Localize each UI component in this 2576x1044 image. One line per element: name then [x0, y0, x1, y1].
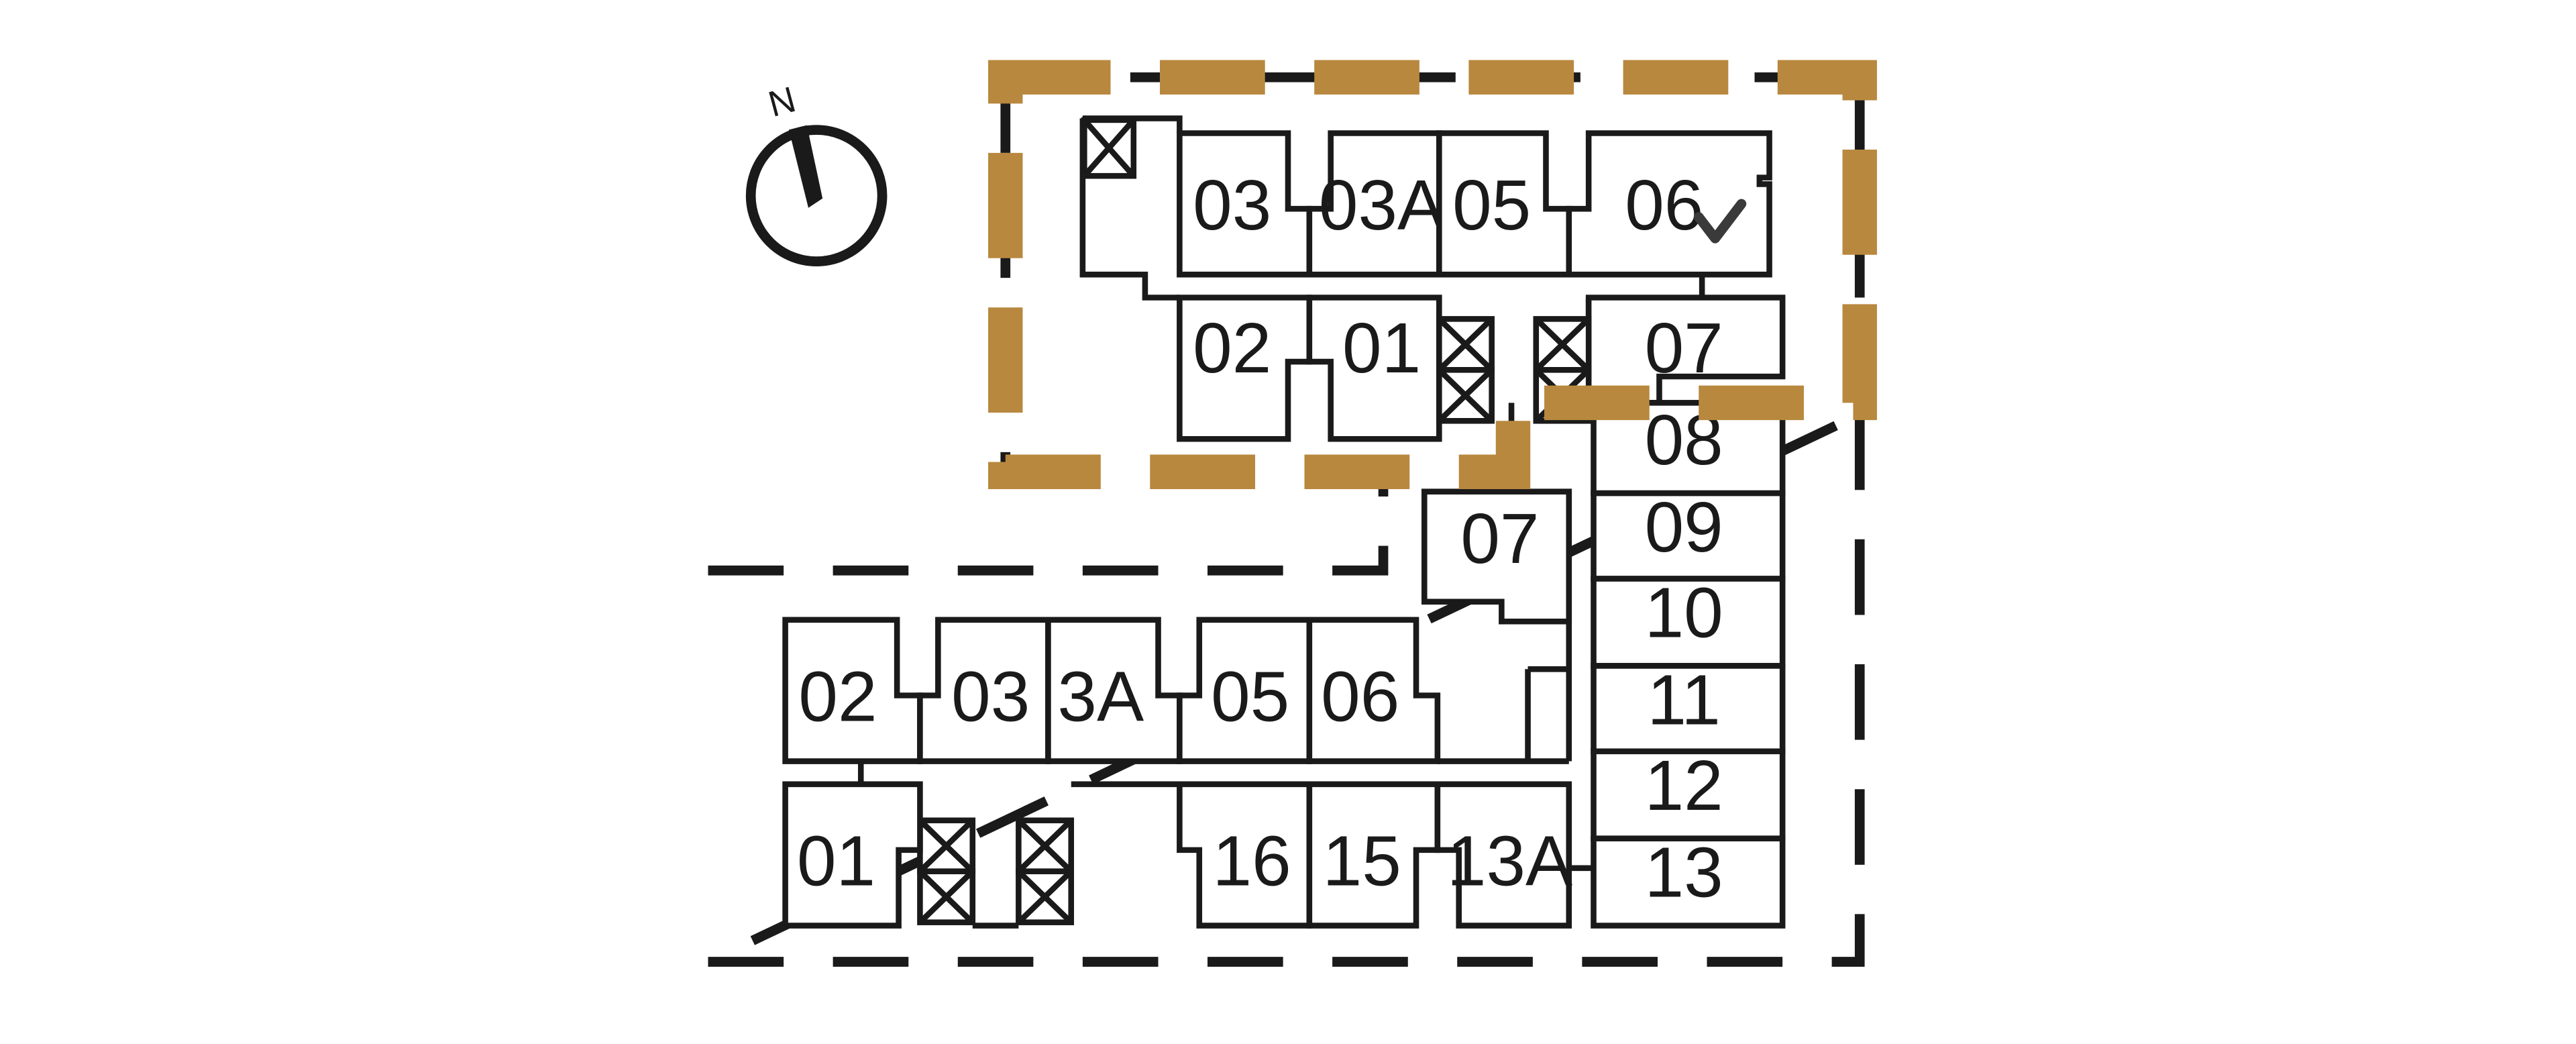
unit-label: 03 — [1193, 166, 1271, 245]
unit-3a-lower[interactable]: 3A — [1045, 617, 1183, 764]
unit-06-lower[interactable]: 06 — [1306, 617, 1441, 764]
elevator-icon — [1016, 817, 1075, 925]
unit-01-upper[interactable]: 01 — [1306, 295, 1442, 442]
unit-05-lower[interactable]: 05 — [1177, 617, 1313, 764]
upper-block: 03 03A 05 06 02 01 07 — [1177, 130, 1786, 442]
unit-label: 05 — [1452, 166, 1531, 245]
unit-09-east[interactable]: 09 — [1591, 488, 1786, 582]
unit-02-lower[interactable]: 02 — [782, 617, 923, 764]
unit-13-east[interactable]: 13 — [1591, 834, 1786, 929]
elevator-icon — [1081, 117, 1137, 179]
unit-03-upper[interactable]: 03 — [1177, 130, 1313, 278]
unit-label: 02 — [1193, 309, 1271, 388]
unit-06-upper[interactable]: 06 — [1566, 130, 1772, 278]
unit-15-lower[interactable]: 15 — [1306, 781, 1441, 929]
unit-label: 15 — [1323, 822, 1401, 900]
unit-label: 11 — [1648, 661, 1721, 739]
unit-label: 05 — [1211, 658, 1289, 736]
unit-label: 16 — [1213, 822, 1291, 900]
unit-label: 03 — [951, 658, 1030, 736]
compass-needle-icon — [788, 125, 823, 208]
unit-02-upper[interactable]: 02 — [1177, 295, 1313, 442]
unit-13a-lower[interactable]: 13A — [1434, 781, 1573, 929]
unit-01-lower[interactable]: 01 — [782, 781, 923, 929]
lower-block: 07 02 03 3A 05 06 01 16 — [782, 488, 1573, 929]
elevator-shafts — [917, 117, 1592, 925]
unit-12-east[interactable]: 12 — [1591, 747, 1786, 841]
unit-03a-upper[interactable]: 03A — [1306, 130, 1445, 278]
unit-03-lower[interactable]: 03 — [917, 617, 1051, 764]
building-outline-lower — [706, 406, 1865, 967]
unit-label: 01 — [1342, 309, 1421, 388]
unit-label: 03A — [1319, 166, 1445, 245]
unit-07-lower[interactable]: 07 — [1421, 488, 1572, 625]
unit-11-east[interactable]: 11 — [1591, 661, 1786, 755]
unit-label: 09 — [1645, 488, 1723, 567]
unit-label: 07 — [1645, 309, 1723, 388]
unit-label: 07 — [1460, 500, 1539, 578]
selected-check-icon — [1693, 199, 1747, 244]
selected-area-highlight — [988, 60, 1877, 489]
unit-07-upper[interactable]: 07 — [1585, 295, 1786, 406]
unit-10-east[interactable]: 10 — [1591, 574, 1786, 669]
building-outline-upper — [1000, 72, 1865, 472]
unit-label: 02 — [798, 658, 877, 736]
upper-corridor-wall — [1079, 115, 1705, 403]
elevator-icon — [1436, 316, 1495, 424]
north-compass: N — [745, 79, 888, 266]
unit-label: 3A — [1057, 658, 1144, 736]
east-wing: 08 09 10 11 12 13 — [1591, 400, 1786, 929]
unit-16-lower[interactable]: 16 — [1177, 781, 1313, 929]
unit-label: 01 — [797, 822, 875, 900]
unit-label: 06 — [1321, 658, 1399, 736]
unit-label: 12 — [1645, 747, 1723, 825]
elevator-icon — [917, 817, 976, 925]
compass-label: N — [764, 79, 800, 125]
unit-label: 10 — [1645, 574, 1723, 652]
unit-label: 06 — [1625, 166, 1703, 245]
unit-05-upper[interactable]: 05 — [1436, 130, 1572, 278]
unit-label: 13A — [1447, 822, 1573, 900]
unit-label: 13 — [1645, 834, 1723, 912]
compass-ring — [745, 125, 888, 266]
